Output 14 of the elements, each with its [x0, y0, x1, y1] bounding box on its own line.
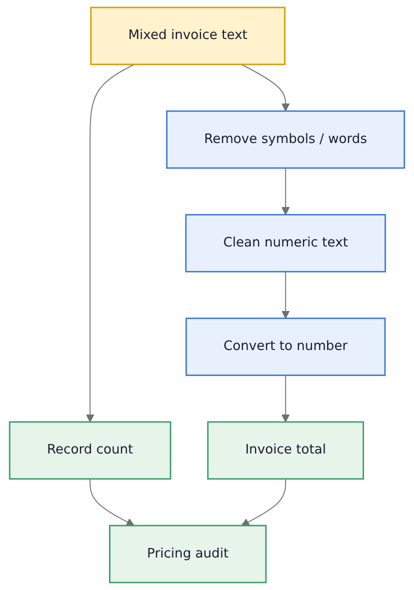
arrow [281, 271, 290, 319]
node-box: Pricing audit [109, 524, 267, 584]
arrow [241, 478, 286, 526]
arrow [86, 64, 135, 422]
arrow [281, 168, 290, 216]
node-box: Convert to number [185, 318, 386, 376]
arrow [281, 374, 290, 422]
node-box: Invoice total [207, 421, 364, 480]
node-box: Clean numeric text [185, 214, 386, 272]
node-box: Record count [8, 421, 172, 480]
arrow [90, 478, 134, 526]
node-box: Mixed invoice text [90, 6, 286, 66]
node-box: Remove symbols / words [166, 110, 406, 169]
arrow [241, 64, 290, 112]
